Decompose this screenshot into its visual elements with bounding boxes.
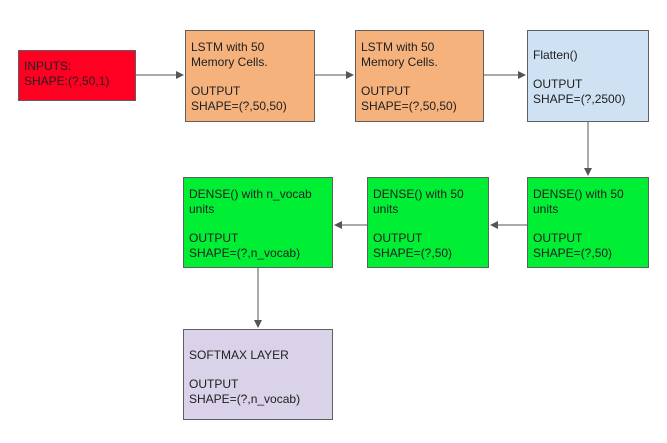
spacer xyxy=(191,70,309,84)
dense-mid-output-shape: SHAPE=(?,50) xyxy=(373,246,453,260)
dense-mid-title-line-1: DENSE() with 50 xyxy=(373,187,464,201)
dense-mid-output-label: OUTPUT xyxy=(373,231,423,245)
flatten-output-label: OUTPUT xyxy=(533,77,583,91)
inputs-label: INPUTS: xyxy=(24,59,72,73)
flatten-output-shape: SHAPE=(?,2500) xyxy=(533,92,626,106)
flatten-title: Flatten() xyxy=(533,48,578,62)
dense-mid-title-line-2: units xyxy=(373,202,399,216)
softmax-node: SOFTMAX LAYER OUTPUT SHAPE=(?,n_vocab) xyxy=(183,329,333,420)
dense-left-output-label: OUTPUT xyxy=(189,231,239,245)
dense-right-output-label: OUTPUT xyxy=(533,231,583,245)
dense-right-title-line-1: DENSE() with 50 xyxy=(533,187,624,201)
lstm-2-output-label: OUTPUT xyxy=(361,84,411,98)
lstm-1-output-shape: SHAPE=(?,50,50) xyxy=(191,99,287,113)
spacer xyxy=(533,217,643,231)
lstm-2-output-shape: SHAPE=(?,50,50) xyxy=(361,99,457,113)
spacer xyxy=(189,217,327,231)
inputs-shape: SHAPE:(?,50,1) xyxy=(24,74,110,88)
inputs-node: INPUTS: SHAPE:(?,50,1) xyxy=(18,50,136,101)
flatten-node: Flatten() OUTPUT SHAPE=(?,2500) xyxy=(527,30,649,122)
spacer xyxy=(189,363,327,377)
softmax-output-shape: SHAPE=(?,n_vocab) xyxy=(189,392,301,406)
dense-right-title-line-2: units xyxy=(533,202,559,216)
lstm-1-title-line-1: LSTM with 50 xyxy=(191,40,265,54)
dense-right-node: DENSE() with 50 units OUTPUT SHAPE=(?,50… xyxy=(527,177,649,268)
dense-left-title-line-2: units xyxy=(189,202,215,216)
lstm-1-title-line-2: Memory Cells. xyxy=(191,55,268,69)
spacer xyxy=(533,63,643,77)
dense-left-output-shape: SHAPE=(?,n_vocab) xyxy=(189,246,301,260)
spacer xyxy=(361,70,478,84)
lstm-1-output-label: OUTPUT xyxy=(191,84,241,98)
lstm-2-title-line-1: LSTM with 50 xyxy=(361,40,435,54)
softmax-title: SOFTMAX LAYER xyxy=(189,348,289,362)
lstm-2-node: LSTM with 50 Memory Cells. OUTPUT SHAPE=… xyxy=(355,30,484,122)
lstm-1-node: LSTM with 50 Memory Cells. OUTPUT SHAPE=… xyxy=(185,30,315,122)
dense-right-output-shape: SHAPE=(?,50) xyxy=(533,246,613,260)
dense-mid-node: DENSE() with 50 units OUTPUT SHAPE=(?,50… xyxy=(367,177,489,268)
dense-left-node: DENSE() with n_vocab units OUTPUT SHAPE=… xyxy=(183,177,333,268)
dense-left-title-line-1: DENSE() with n_vocab xyxy=(189,187,312,201)
lstm-2-title-line-2: Memory Cells. xyxy=(361,55,438,69)
softmax-output-label: OUTPUT xyxy=(189,377,239,391)
spacer xyxy=(373,217,483,231)
